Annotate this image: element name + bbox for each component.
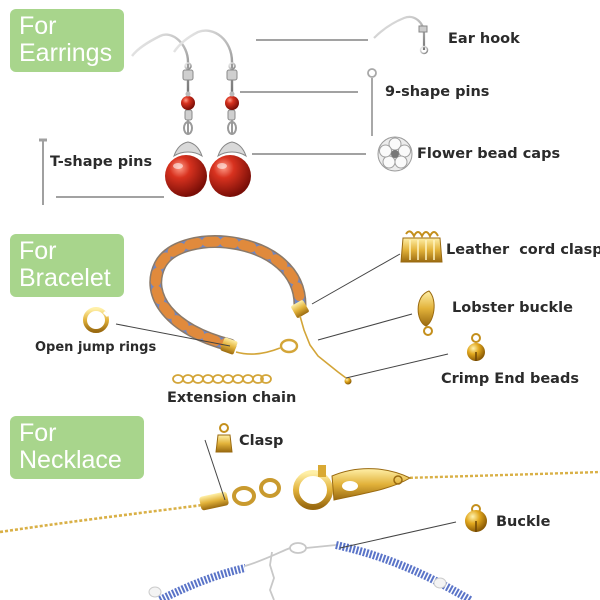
necklace-chain-right <box>404 470 600 480</box>
nine-shape-pins-label: 9-shape pins <box>385 84 490 100</box>
leather-cord-clasp-label: Leather cord clasp <box>446 242 600 258</box>
blue-necklace-clasp-chain <box>244 542 337 600</box>
necklace-badge-line2: Necklace <box>19 446 122 474</box>
earring-leader-lines <box>56 39 368 198</box>
earring-coils <box>182 69 238 121</box>
nine-shape-pin-icon <box>367 68 377 136</box>
flower-bead-cap-icon <box>377 136 413 172</box>
extension-chain-icon <box>172 374 272 384</box>
flower-bead-caps-label: Flower bead caps <box>417 146 561 162</box>
ear-hook-icon <box>373 15 429 55</box>
necklace-jump-rings <box>232 478 281 506</box>
bracelet-end-bead <box>344 377 352 385</box>
lobster-buckle-label: Lobster buckle <box>452 300 573 316</box>
bracelet-chain <box>235 315 347 379</box>
extension-chain-label: Extension chain <box>167 390 297 406</box>
white-spacer-beads <box>148 577 447 598</box>
t-shape-pins-label: T-shape pins <box>50 154 153 170</box>
earrings-section-badge: For Earrings <box>10 9 124 72</box>
lobster-buckle-icon <box>417 290 435 336</box>
earring-bead-caps <box>173 141 247 158</box>
big-red-bead-right <box>209 155 251 197</box>
right-ear-hook <box>173 29 236 92</box>
open-jump-rings-label: Open jump rings <box>35 340 157 355</box>
crimp-end-bead-icon <box>467 333 485 361</box>
necklace-tag-plate <box>331 468 412 501</box>
bracelet-badge-line1: For <box>19 237 57 265</box>
clasp-label: Clasp <box>239 433 284 449</box>
bracelet-section-badge: For Bracelet <box>10 234 124 297</box>
buckle-icon <box>465 504 487 532</box>
braided-cord <box>149 235 307 352</box>
bracelet-leader-lines <box>115 253 449 379</box>
necklace-leader-lines <box>204 439 457 549</box>
bracelet-cord-end-right <box>291 300 309 318</box>
spring-ring-clasp <box>293 465 333 510</box>
bracelet-badge-line2: Bracelet <box>19 264 111 292</box>
buckle-label: Buckle <box>496 514 551 530</box>
small-red-bead-right <box>225 96 239 110</box>
necklace-chain-left <box>0 502 211 534</box>
earrings-badge-line1: For <box>19 12 57 40</box>
necklace-badge-line1: For <box>19 419 57 447</box>
necklace-clasp-end <box>199 491 229 511</box>
clasp-icon <box>215 423 233 453</box>
blue-beaded-strand-left <box>158 564 246 600</box>
crimp-end-beads-label: Crimp End beads <box>441 371 579 387</box>
leather-cord-clasp-icon <box>400 230 443 263</box>
necklace-section-badge: For Necklace <box>10 416 144 479</box>
t-shape-pin-icon <box>39 138 47 205</box>
earrings-badge-line2: Earrings <box>19 39 113 67</box>
ear-hook-label: Ear hook <box>448 31 520 47</box>
small-red-bead-left <box>181 96 195 110</box>
blue-beaded-strand-right <box>335 541 473 600</box>
open-jump-ring-icon <box>83 307 110 333</box>
big-red-bead-left <box>165 155 207 197</box>
